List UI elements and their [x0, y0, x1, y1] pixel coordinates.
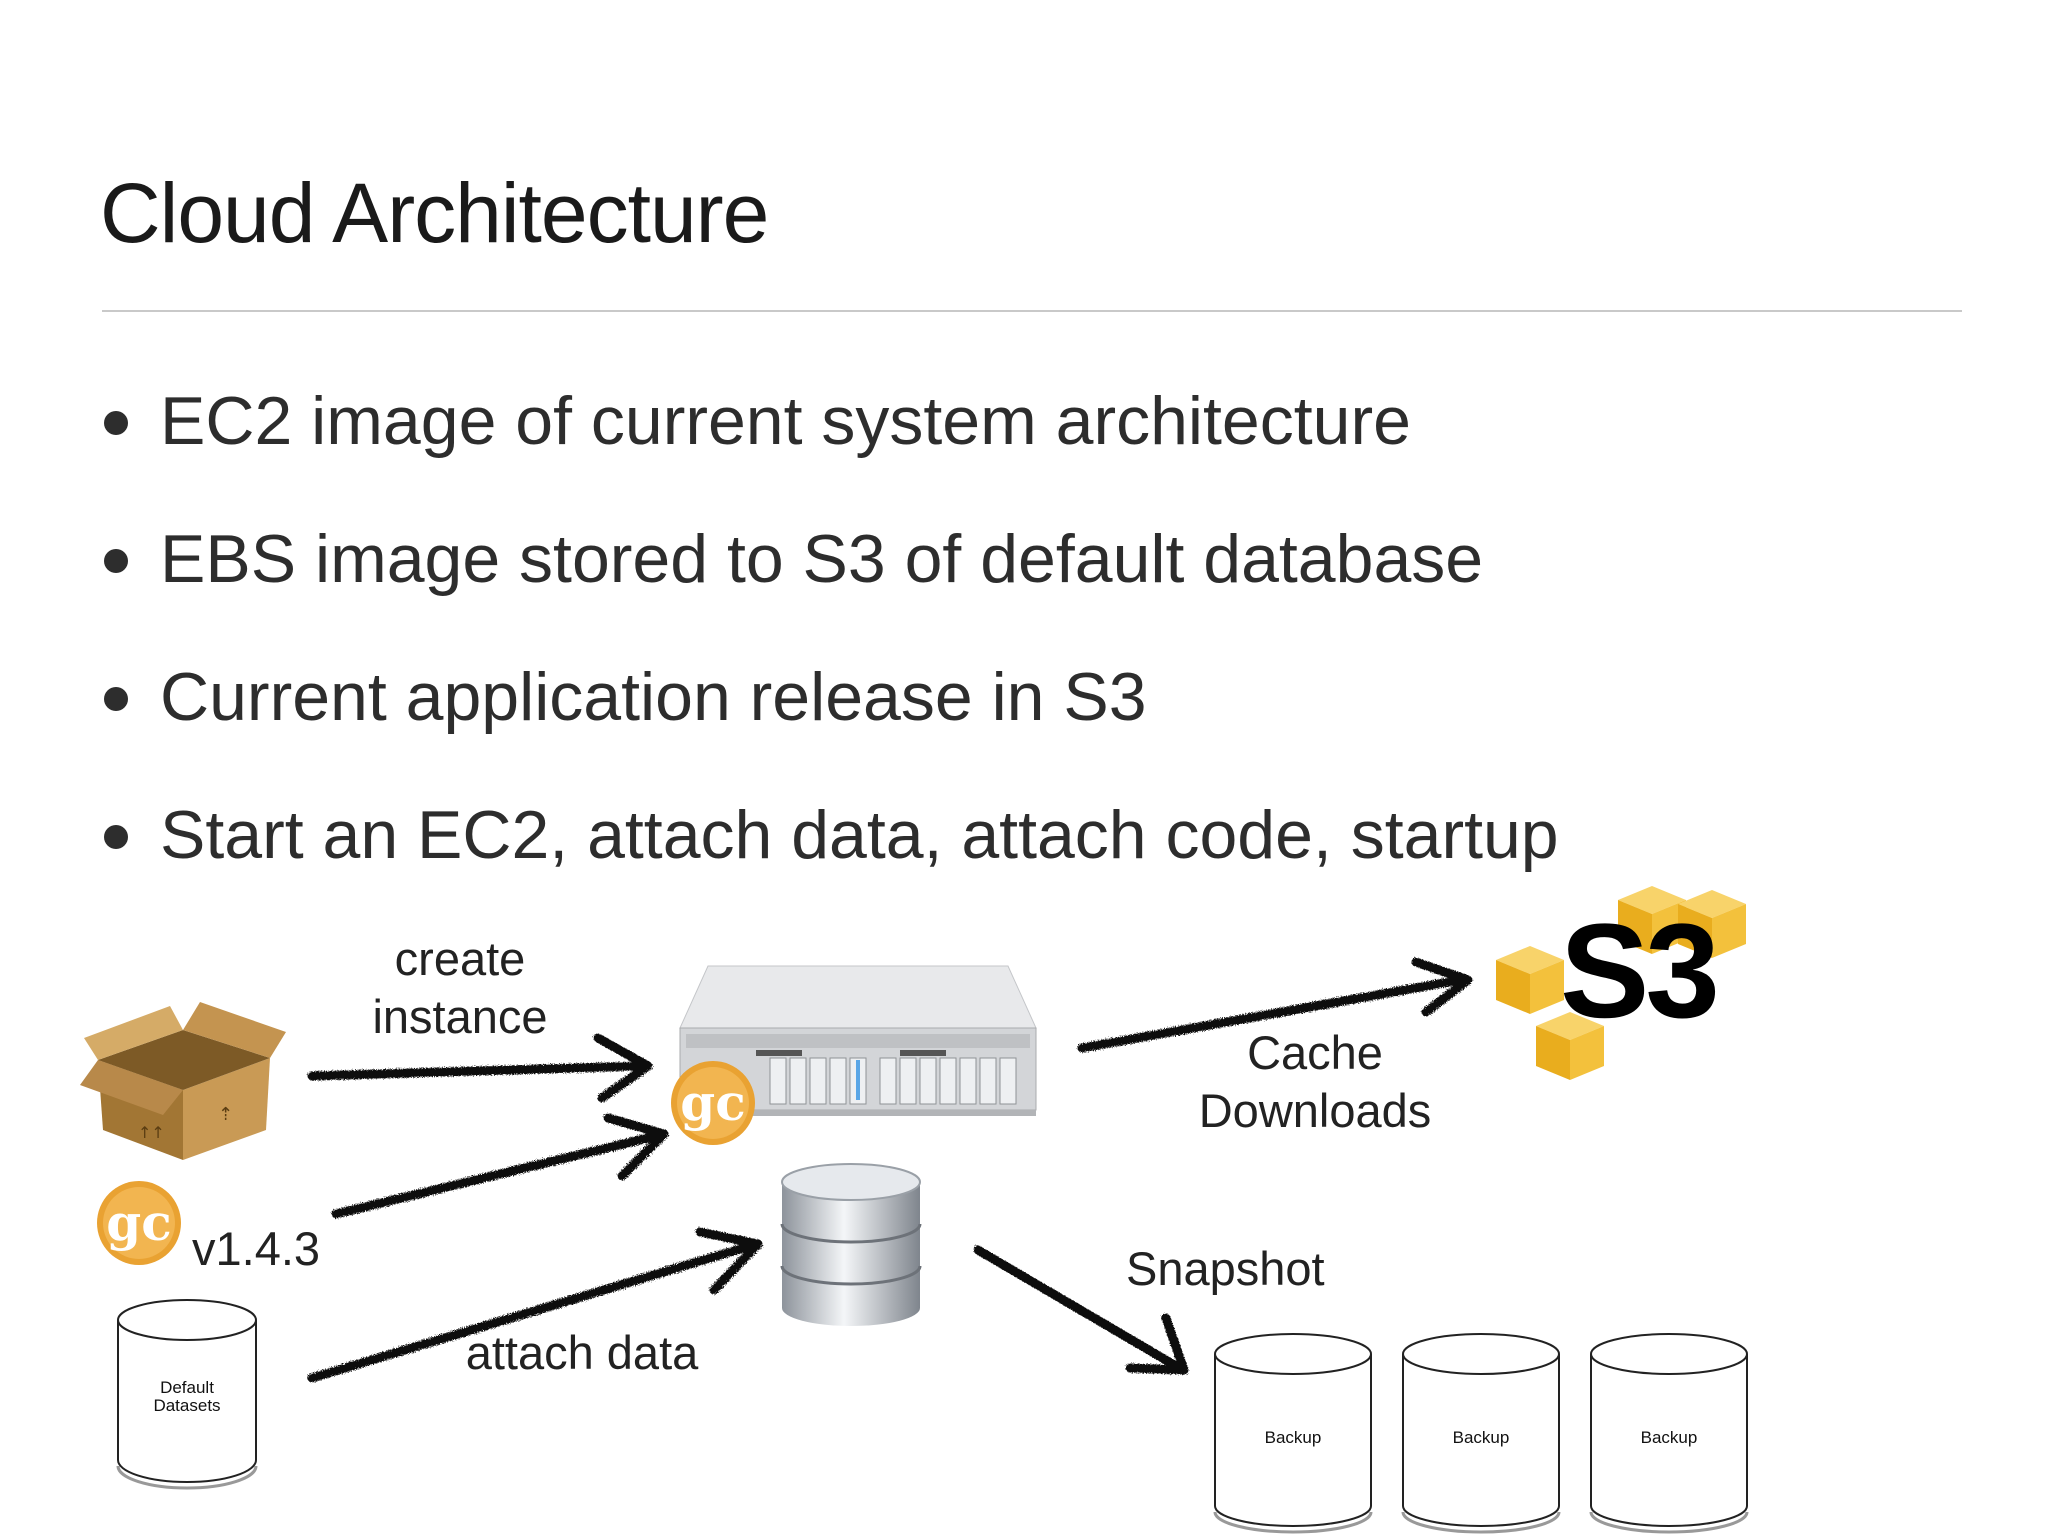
- backup-cylinder: Backup: [1400, 1330, 1562, 1534]
- datasets-label-line2: Datasets: [153, 1396, 221, 1415]
- create-label-line1: create: [394, 932, 526, 985]
- svg-text:↑↑: ↑↑: [138, 1123, 165, 1142]
- gc-logo-text: gc: [106, 1193, 171, 1252]
- bullet-text: EBS image stored to S3 of default databa…: [160, 521, 1484, 597]
- svg-text:⇡: ⇡: [218, 1104, 233, 1125]
- backup-cylinder: Backup: [1212, 1330, 1374, 1534]
- bullet-list: EC2 image of current system architecture…: [100, 375, 1559, 927]
- arrow-attach-data: [307, 1227, 763, 1383]
- arrow-create-instance: [307, 1033, 653, 1103]
- database-icon: [776, 1162, 926, 1328]
- cache-downloads-label: Cache Downloads: [1180, 1024, 1450, 1140]
- attach-data-label: attach data: [465, 1326, 699, 1379]
- s3-cubes-icon: [1490, 880, 1770, 1092]
- slide-title: Cloud Architecture: [100, 166, 769, 260]
- cache-label-line2: Downloads: [1198, 1084, 1432, 1137]
- bullet-dot: [104, 687, 128, 711]
- version-label: v1.4.3: [192, 1222, 321, 1275]
- create-label-line2: instance: [372, 990, 548, 1043]
- snapshot-label: Snapshot: [1126, 1242, 1325, 1295]
- bullet-text: Current application release in S3: [160, 659, 1147, 735]
- gc-logo-server-icon: gc: [670, 1060, 756, 1146]
- bullet-dot: [104, 825, 128, 849]
- s3-cube: [1678, 890, 1746, 958]
- create-instance-label: create instance: [370, 930, 550, 1046]
- bullet-item: EC2 image of current system architecture: [100, 375, 1559, 513]
- default-datasets-cylinder: Default Datasets: [114, 1296, 260, 1490]
- arrow-snapshot: [973, 1245, 1189, 1375]
- backup-cylinder: Backup: [1588, 1330, 1750, 1534]
- backup-label: Backup: [1264, 1428, 1322, 1447]
- cache-label-line1: Cache: [1247, 1026, 1383, 1079]
- gc-logo-text: gc: [680, 1073, 745, 1132]
- bullet-dot: [104, 549, 128, 573]
- arrow-attach-code: [331, 1113, 669, 1219]
- arrow-cache-downloads: [1077, 957, 1473, 1053]
- bullet-item: EBS image stored to S3 of default databa…: [100, 513, 1559, 651]
- bullet-text: Start an EC2, attach data, attach code, …: [160, 797, 1559, 873]
- bullet-item: Current application release in S3: [100, 651, 1559, 789]
- s3-cube: [1496, 946, 1564, 1014]
- backup-label: Backup: [1452, 1428, 1510, 1447]
- bullet-dot: [104, 411, 128, 435]
- datasets-label-line1: Default: [160, 1378, 214, 1397]
- s3-cube: [1536, 1012, 1604, 1080]
- title-divider: [102, 310, 1962, 312]
- bullet-text: EC2 image of current system architecture: [160, 383, 1411, 459]
- package-box-icon: ⇡ ↑↑: [78, 990, 288, 1160]
- bullet-item: Start an EC2, attach data, attach code, …: [100, 789, 1559, 927]
- gc-logo-icon: gc: [96, 1180, 182, 1266]
- backup-label: Backup: [1640, 1428, 1698, 1447]
- s3-label: S3: [1560, 897, 1720, 1046]
- s3-cube: [1618, 886, 1686, 954]
